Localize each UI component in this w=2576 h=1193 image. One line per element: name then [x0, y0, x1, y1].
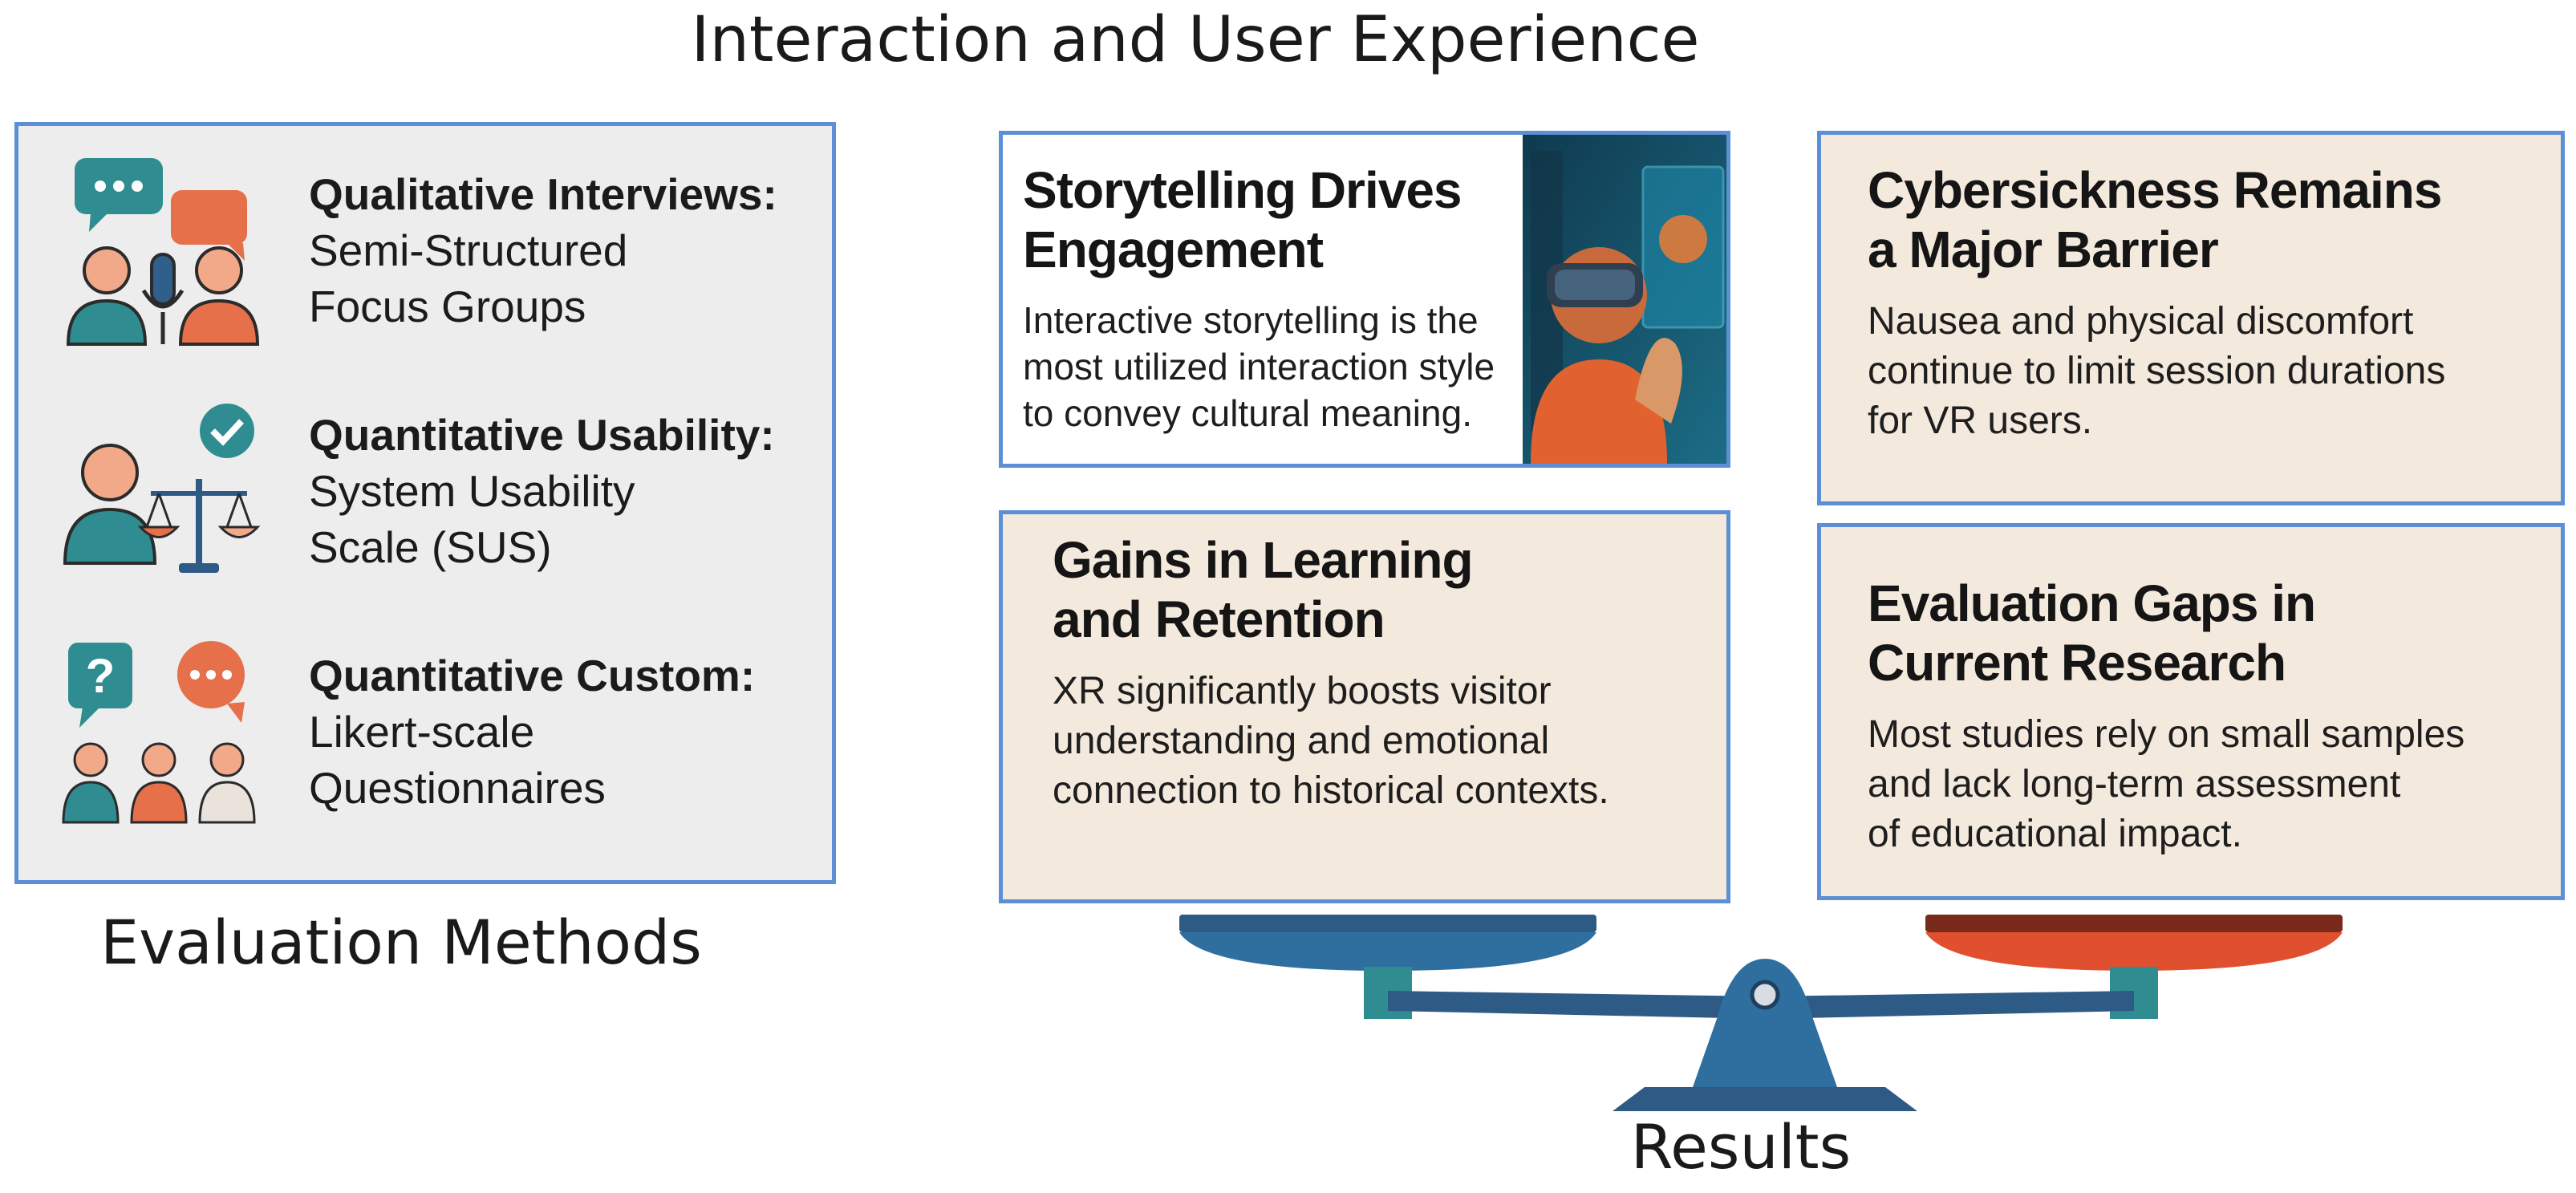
- method-detail: Semi-Structured: [309, 225, 628, 275]
- balance-scale-icon: [1179, 915, 2343, 1111]
- results-caption: Results: [1630, 1111, 1852, 1183]
- result-card-storytelling: Storytelling Drives Engagement Interacti…: [999, 131, 1730, 468]
- method-detail: System Usability: [309, 466, 635, 516]
- evaluation-methods-panel: Qualitative Interviews: Semi-Structured …: [14, 122, 836, 884]
- card-body-line: to convey cultural meaning.: [1023, 392, 1472, 434]
- card-title: Engagement: [1023, 221, 1324, 278]
- result-card-evaluation-gaps: Evaluation Gaps in Current Research Most…: [1817, 523, 2565, 900]
- card-title: Gains in Learning: [1053, 531, 1474, 589]
- vr-headset-user-illustration: [1523, 135, 1726, 464]
- method-row-usability: Quantitative Usability: System Usability…: [18, 383, 832, 623]
- method-detail: Likert-scale: [309, 707, 535, 757]
- card-body-line: continue to limit session durations: [1868, 350, 2446, 392]
- card-title: Storytelling Drives: [1023, 161, 1462, 219]
- card-title: and Retention: [1053, 590, 1385, 648]
- method-row-qualitative: Qualitative Interviews: Semi-Structured …: [18, 142, 832, 383]
- method-detail: Focus Groups: [309, 282, 586, 331]
- card-body-line: connection to historical contexts.: [1053, 769, 1609, 812]
- card-title: Evaluation Gaps in: [1868, 574, 2316, 632]
- card-body-line: XR significantly boosts visitor: [1053, 670, 1552, 712]
- method-detail: Questionnaires: [309, 763, 606, 813]
- interview-people-microphone-icon: [66, 158, 260, 346]
- result-card-cybersickness: Cybersickness Remains a Major Barrier Na…: [1817, 131, 2565, 505]
- card-body-line: for VR users.: [1868, 400, 2093, 442]
- card-body-line: most utilized interaction style: [1023, 346, 1495, 388]
- result-card-learning: Gains in Learning and Retention XR signi…: [999, 510, 1730, 903]
- method-heading: Quantitative Custom:: [309, 651, 756, 700]
- questionnaire-group-icon: ?: [62, 641, 256, 824]
- card-body-line: understanding and emotional: [1053, 720, 1550, 762]
- card-title: Current Research: [1868, 634, 2286, 692]
- card-body-line: and lack long-term assessment: [1868, 763, 2401, 805]
- method-heading: Quantitative Usability:: [309, 410, 775, 460]
- page-title: Interaction and User Experience: [691, 4, 1700, 76]
- card-title: Cybersickness Remains: [1868, 161, 2442, 219]
- card-body-line: Most studies rely on small samples: [1868, 713, 2465, 756]
- card-body-line: Nausea and physical discomfort: [1868, 300, 2414, 343]
- card-title: a Major Barrier: [1868, 221, 2219, 278]
- method-detail: Scale (SUS): [309, 522, 552, 572]
- evaluation-methods-caption: Evaluation Methods: [100, 907, 702, 978]
- method-row-custom: ? Quantitative Custom: Likert-scale Ques…: [18, 623, 832, 864]
- card-body-line: of educational impact.: [1868, 813, 2242, 855]
- card-body-line: Interactive storytelling is the: [1023, 299, 1479, 341]
- usability-scale-checkmark-icon: [63, 404, 261, 573]
- method-heading: Qualitative Interviews:: [309, 169, 777, 219]
- svg-text:?: ?: [86, 649, 116, 703]
